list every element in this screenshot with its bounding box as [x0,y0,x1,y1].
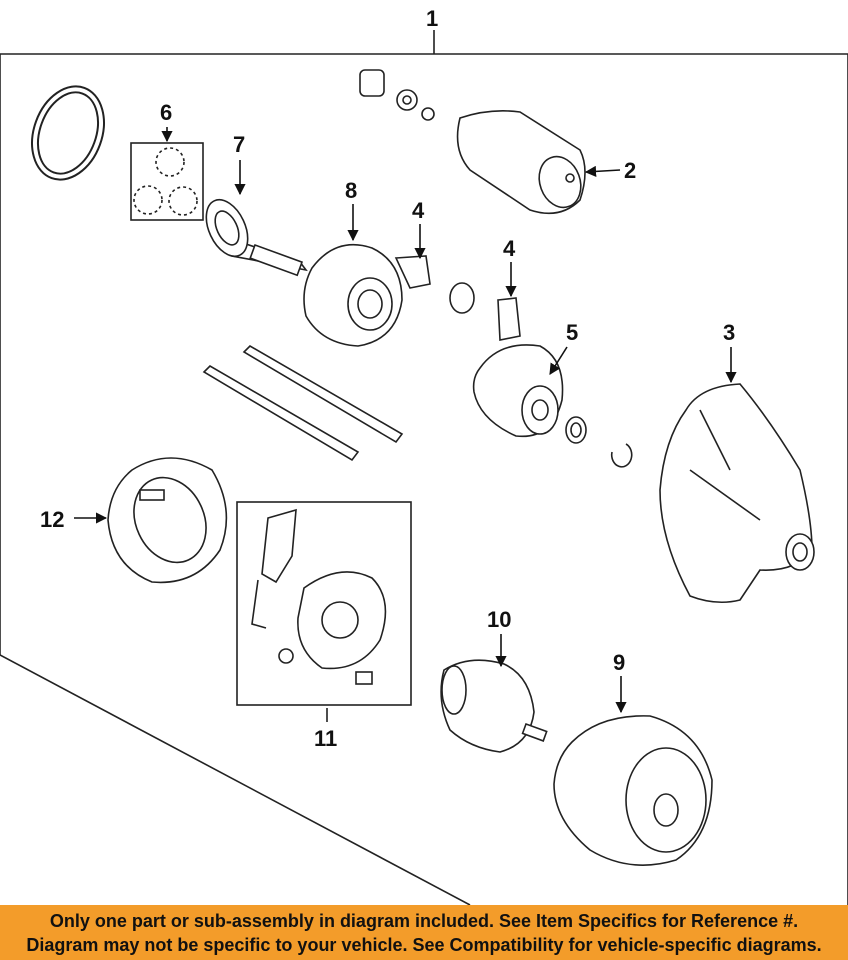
disclaimer-line-1: Only one part or sub-assembly in diagram… [49,911,799,931]
callout-5: 5 [566,320,578,345]
callout-4-lower: 4 [503,236,516,261]
field-frame-part-9 [553,715,713,866]
planetary-shaft-part-7 [205,198,308,277]
callout-3: 3 [723,320,735,345]
solenoid-part-2 [456,110,586,215]
disclaimer-banner: Only one part or sub-assembly in diagram… [0,905,848,960]
callout-9: 9 [613,650,625,675]
callout-1: 1 [426,6,438,31]
callout-7: 7 [233,132,245,157]
callout-6: 6 [160,100,172,125]
bushing-parts [359,69,475,314]
clutch-drive-part-5 [472,297,633,468]
callout-8: 8 [345,178,357,203]
through-bolts [202,344,404,462]
end-cap-part-12 [107,457,228,584]
planetary-gears-part-6 [130,142,204,221]
disclaimer-line-2: Diagram may not be specific to your vehi… [26,935,822,955]
callout-10: 10 [487,607,511,632]
starter-nose-part-3 [659,383,815,604]
armature-part-10 [440,659,548,753]
callout-4-upper: 4 [412,198,425,223]
callout-2: 2 [624,158,636,183]
starter-exploded-diagram: 1 2 3 4 4 5 6 7 8 9 10 11 12 [0,6,848,905]
callout-11: 11 [314,726,337,751]
brush-holder-part-11 [236,501,412,706]
callout-12: 12 [40,507,64,532]
assembly-frame [0,53,848,905]
o-ring-part [31,85,105,181]
housing-part-8 [303,244,431,347]
